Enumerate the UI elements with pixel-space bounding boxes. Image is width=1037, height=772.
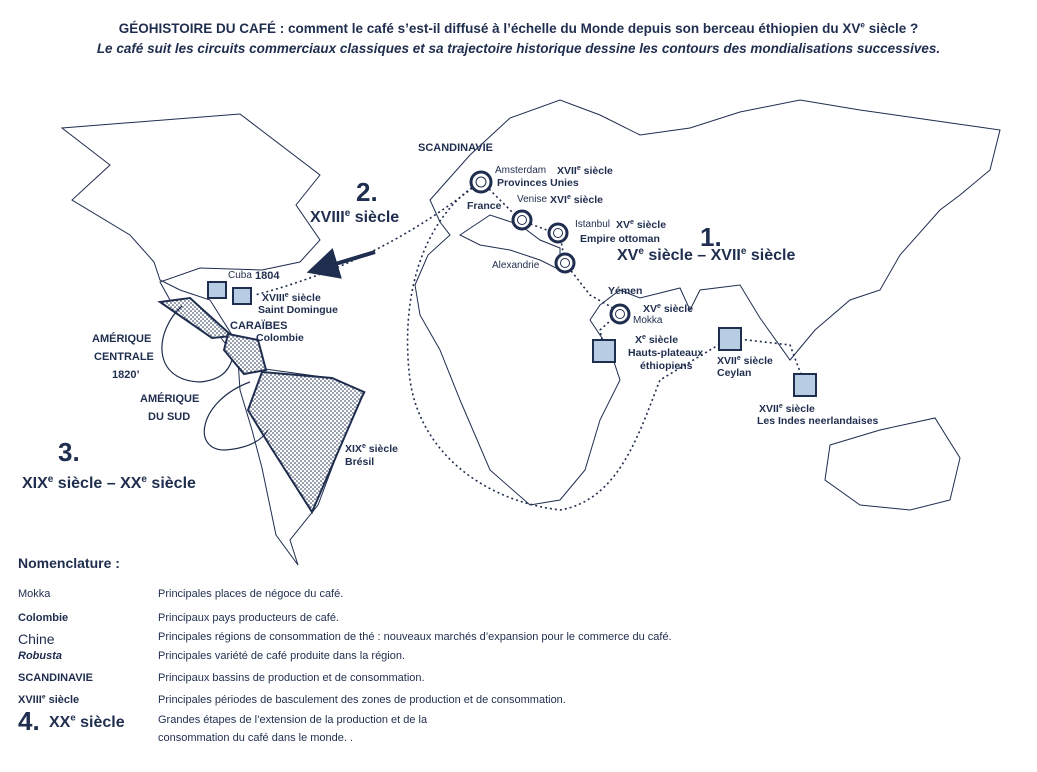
label-bresil: Brésil	[345, 456, 374, 468]
label-amerique-centrale-3: 1820’	[112, 369, 140, 381]
label-yemen: Yémen	[608, 285, 642, 297]
label-amerique-sud-1: AMÉRIQUE	[140, 392, 199, 405]
label-istanbul-century: XVe siècle	[616, 219, 666, 231]
label-ethiopiens: éthiopiens	[640, 360, 693, 372]
stage-3-number: 3.	[58, 437, 80, 467]
stage-1-label: XVe siècle – XVIIe siècle	[617, 246, 795, 264]
legend-term: XVIIIe siècle	[18, 693, 80, 706]
page-subtitle: Le café suit les circuits commerciaux cl…	[96, 41, 941, 56]
page-title: GÉOHISTOIRE DU CAFÉ : comment le café s’…	[118, 20, 919, 36]
legend-row-chine: Chine Principales régions de consommatio…	[18, 631, 1018, 649]
label-mokka-century: XVe siècle	[643, 303, 693, 315]
legend-term: Mokka	[18, 588, 51, 600]
label-colombie: Colombie	[256, 332, 304, 344]
legend-row-robusta: Robusta Principales variété de café prod…	[18, 650, 1018, 668]
legend-desc-2: consommation du café dans le monde. .	[158, 732, 354, 744]
label-cuba: Cuba	[228, 270, 252, 281]
leader-amerique-centrale	[161, 305, 233, 383]
legend-row-colombie: Colombie Principaux pays producteurs de …	[18, 612, 1018, 630]
legend-row-century: XVIIIe siècle Principales périodes de ba…	[18, 694, 1018, 712]
legend-row-stage: 4. XXe siècle Grandes étapes de l’extens…	[18, 706, 1018, 752]
stage-2-arrow	[306, 248, 376, 279]
label-provinces-unies: Provinces Unies	[497, 177, 579, 189]
legend-desc: Principaux bassins de production et de c…	[158, 672, 425, 684]
legend-desc: Principales variété de café produite dan…	[158, 650, 406, 662]
label-sd-century: XVIIIe siècle	[262, 292, 321, 304]
label-caraibes: CARAÏBES	[230, 319, 287, 332]
stage-2-number: 2.	[356, 177, 378, 207]
ceylan-square	[718, 327, 742, 351]
label-amerique-centrale-1: AMÉRIQUE	[92, 332, 151, 345]
ethiopia-square	[592, 339, 616, 363]
legend-row-mokka: Mokka Principales places de négoce du ca…	[18, 588, 1018, 606]
producer-squares	[207, 281, 817, 397]
saint-domingue-square	[232, 287, 252, 305]
brazil-region	[246, 370, 366, 515]
legend-row-scandinavie: SCANDINAVIE Principaux bassins de produc…	[18, 672, 1018, 690]
legend-term: SCANDINAVIE	[18, 672, 93, 684]
label-venise: Venise	[517, 194, 547, 205]
legend-title: Nomenclature :	[18, 555, 120, 571]
label-cuba-year: 1804	[255, 270, 280, 282]
production-regions	[157, 296, 366, 515]
legend-desc: Grandes étapes de l’extension de la prod…	[158, 714, 428, 726]
stage-2-label: XVIIIe siècle	[310, 208, 399, 226]
label-venise-century: XVIe siècle	[550, 194, 603, 206]
leader-lines	[161, 305, 269, 451]
label-saint-domingue: Saint Domingue	[258, 304, 338, 316]
leader-amerique-sud	[203, 381, 269, 451]
legend-desc: Principales régions de consommation de t…	[158, 631, 672, 643]
legend-term: Chine	[18, 631, 55, 647]
label-empire-ottoman: Empire ottoman	[580, 233, 660, 245]
label-amsterdam: Amsterdam	[495, 165, 546, 176]
eurasia-outline	[414, 99, 1001, 506]
label-amerique-sud-2: DU SUD	[148, 411, 190, 423]
legend-stage-term: XXe siècle	[49, 712, 125, 731]
label-hauts-century: Xe siècle	[635, 334, 678, 346]
cuba-square	[207, 281, 227, 299]
label-bresil-century: XIXe siècle	[345, 443, 398, 455]
label-indes: Les Indes neerlandaises	[757, 415, 879, 427]
legend-stage-number: 4.	[18, 706, 40, 736]
legend-desc: Principaux pays producteurs de café.	[158, 612, 339, 624]
route-europe-america	[406, 181, 731, 511]
australia-outline	[824, 417, 961, 511]
label-amerique-centrale-2: CENTRALE	[94, 351, 154, 363]
route-ceylan-indes	[729, 337, 806, 386]
label-scandinavie: SCANDINAVIE	[418, 142, 493, 154]
label-ceylan: Ceylan	[717, 367, 751, 379]
label-alexandrie: Alexandrie	[492, 260, 540, 271]
label-france: France	[467, 200, 502, 212]
stage-3-label: XIXe siècle – XXe siècle	[22, 474, 196, 492]
label-hauts-plateaux: Hauts-plateaux	[628, 347, 703, 359]
legend-term: Robusta	[18, 650, 62, 662]
map-labels: SCANDINAVIE Amsterdam XVIIe siècle Provi…	[22, 142, 879, 492]
colombia-region	[222, 332, 268, 376]
route-amsterdam-red-sea	[481, 181, 621, 313]
label-amsterdam-century: XVIIe siècle	[557, 165, 613, 177]
label-mokka: Mokka	[633, 315, 663, 326]
label-ceylan-century: XVIIe siècle	[717, 355, 773, 367]
legend-desc: Principales périodes de basculement des …	[158, 694, 566, 706]
legend-desc: Principales places de négoce du café.	[158, 588, 344, 600]
label-indes-century: XVIIe siècle	[759, 403, 815, 415]
legend-term: Colombie	[18, 612, 69, 624]
label-istanbul: Istanbul	[575, 219, 610, 230]
indes-square	[793, 373, 817, 397]
stage-1-number: 1.	[700, 222, 722, 252]
